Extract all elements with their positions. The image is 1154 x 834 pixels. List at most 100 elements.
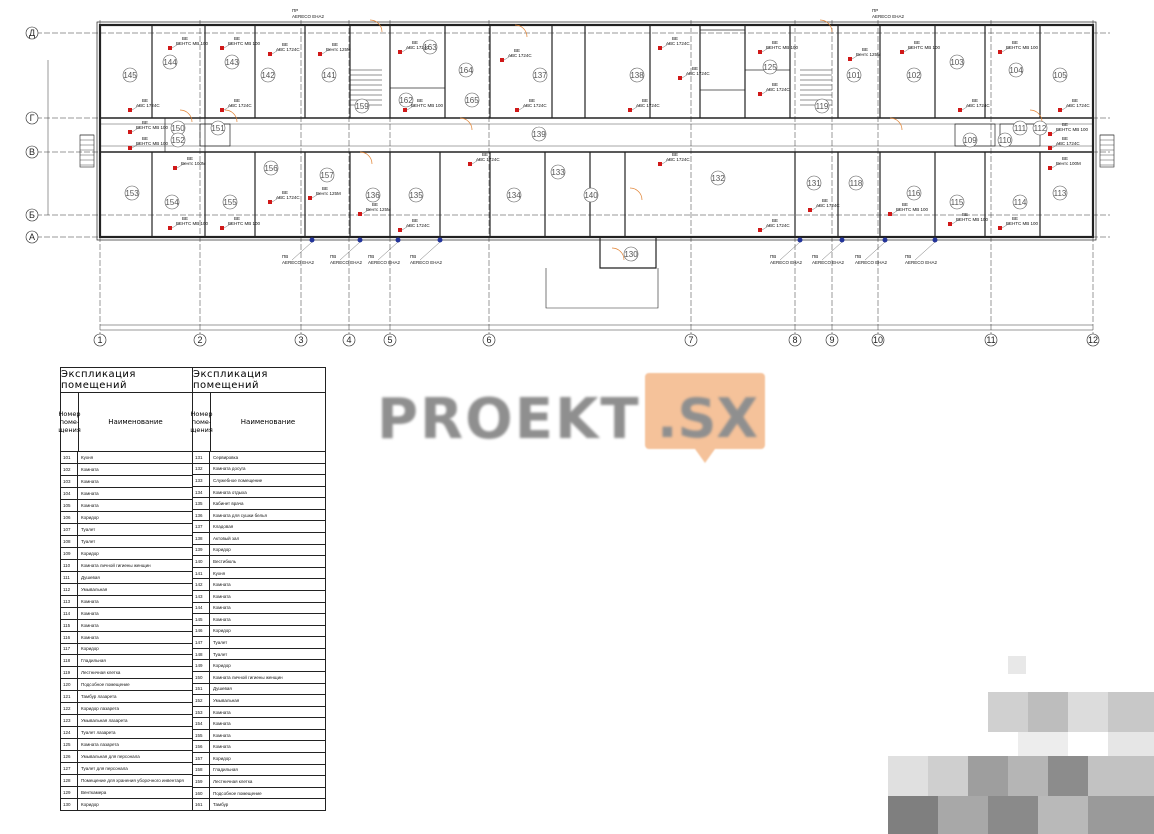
row-room-name: Помещение для хранения уборочного инвент…	[81, 778, 184, 784]
room-number-bubble	[583, 187, 599, 203]
leader-line	[321, 48, 331, 55]
tag-system: ВЕ	[282, 42, 288, 47]
tag-model: Вентс 100М	[1056, 161, 1081, 166]
leader-line	[1001, 46, 1011, 53]
header-room-name: Наименование	[240, 418, 296, 426]
room-number: 113	[1054, 189, 1067, 198]
leader-line	[223, 222, 233, 229]
leader-line	[271, 196, 281, 203]
leader-line	[821, 241, 843, 261]
room-number: 101	[847, 71, 861, 80]
tag-system: ВЕ	[322, 186, 328, 191]
room-number: 139	[532, 130, 546, 139]
pixel-block	[1068, 692, 1108, 732]
tag-model: АВС 1724С	[666, 41, 690, 46]
tag-model: АВС 1724С	[406, 45, 430, 50]
room-number: 105	[1053, 71, 1067, 80]
row-room-number: 110	[61, 559, 78, 571]
row-room-name: Лестничная клетка	[213, 778, 253, 784]
row-room-name: Комната	[81, 598, 99, 604]
tag-system: ВЕ	[962, 212, 968, 217]
tag-model: ВЕНТС МВ 100	[176, 221, 209, 226]
room-number-bubble	[164, 194, 180, 210]
air-inlet-icon	[395, 237, 401, 243]
room-number: 132	[711, 174, 725, 183]
row-room-name: Кухня	[81, 454, 94, 460]
entrance-vestibule	[599, 237, 657, 269]
tag-model: AERECO EHA2	[872, 14, 905, 19]
row-room-name: Кухня	[213, 570, 226, 576]
row-room-number: 122	[61, 703, 78, 715]
axis-label-text: 11	[986, 335, 995, 345]
room-number-bubble	[710, 170, 726, 186]
room-number: 145	[123, 71, 137, 80]
leader-line	[681, 72, 691, 79]
row-room-name: Душевая	[81, 574, 100, 580]
room-number-bubble	[814, 98, 830, 114]
row-room-name: Умывальная	[81, 586, 108, 592]
axis-bubble	[25, 230, 39, 244]
tag-system: ВЕ	[1012, 40, 1018, 45]
axis-bubble	[482, 333, 496, 347]
pixel-block	[1028, 692, 1068, 732]
tag-model: ВЕНТС МВ 100	[228, 41, 261, 46]
leader-line	[171, 42, 181, 49]
leader-line	[661, 158, 671, 165]
room-number-bubble	[997, 132, 1013, 148]
room-number: 111	[1014, 124, 1027, 133]
tag-model: АВС 1724С	[276, 47, 300, 52]
axis-label-text: Д	[29, 28, 35, 38]
room-number-bubble	[260, 67, 276, 83]
row-room-number: 131	[193, 452, 210, 463]
leader-line	[631, 104, 641, 111]
axis-bubble	[1086, 333, 1100, 347]
axis-label-text: 8	[792, 335, 797, 345]
room-number: 143	[225, 58, 239, 67]
row-room-number: 102	[61, 463, 78, 475]
vent-marker-icon	[268, 52, 272, 56]
leader-line	[891, 208, 901, 215]
row-room-number: 101	[61, 452, 78, 463]
row-room-name: Тамбур	[213, 802, 229, 808]
row-room-name: Коридор	[213, 547, 231, 553]
leader-line	[518, 104, 528, 111]
room-number-bubble	[623, 246, 639, 262]
tag-system: ВЕ	[187, 156, 193, 161]
vent-marker-icon	[173, 166, 177, 170]
tag-model: ВЕНТС МВ 100	[908, 45, 941, 50]
room-number-bubble	[224, 54, 240, 70]
row-room-number: 156	[193, 741, 210, 753]
leader-line	[914, 241, 936, 261]
tag-system: ВЕ	[914, 40, 920, 45]
row-room-number: 104	[61, 487, 78, 499]
leader-line	[661, 42, 671, 49]
pixel-block	[988, 796, 1038, 834]
axis-bubble	[25, 26, 39, 40]
tag-system: ПВ	[282, 254, 288, 259]
pixel-block	[888, 756, 928, 796]
schedule-header: Номер поме-щения Наименование	[58, 393, 192, 452]
room-number: 138	[630, 71, 644, 80]
row-room-name: Подсобное помещение	[81, 682, 130, 688]
room-number-bubble	[458, 62, 474, 78]
schedule-title: Экспликация помещений	[61, 368, 192, 393]
tag-system: ВЕ	[1072, 98, 1078, 103]
room-number-bubble	[1052, 67, 1068, 83]
tag-model: ВЕНТС МВ 100	[1006, 45, 1039, 50]
vent-marker-icon	[403, 108, 407, 112]
axis-bubble	[788, 333, 802, 347]
